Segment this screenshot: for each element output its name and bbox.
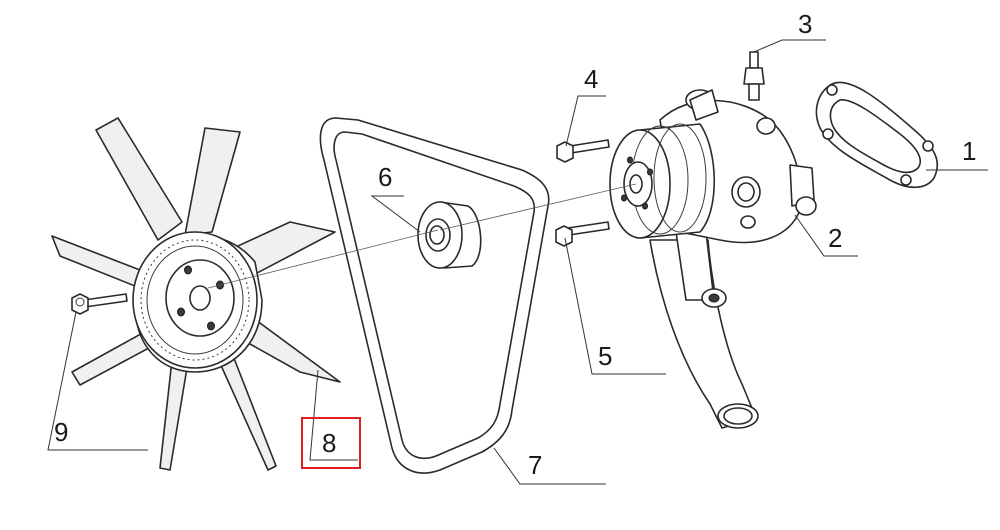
fan-blade <box>184 127 241 236</box>
callout-8[interactable]: 8 <box>322 428 336 458</box>
fan-bolt <box>71 293 128 315</box>
fan-blade <box>95 117 183 241</box>
callout-7[interactable]: 7 <box>528 450 542 480</box>
callout-6[interactable]: 6 <box>378 162 392 192</box>
callout-labels: 1 2 3 4 5 6 7 8 9 <box>54 9 976 480</box>
callout-leaders <box>47 39 988 485</box>
center-lines <box>207 183 637 289</box>
callout-9[interactable]: 9 <box>54 417 68 447</box>
callout-5[interactable]: 5 <box>598 341 612 371</box>
temperature-fitting <box>743 51 765 101</box>
callout-2[interactable]: 2 <box>828 223 842 253</box>
callout-1[interactable]: 1 <box>962 136 976 166</box>
callout-4[interactable]: 4 <box>584 64 598 94</box>
water-pump <box>609 89 817 429</box>
fan-assembly <box>51 117 341 471</box>
drive-belt <box>319 117 550 474</box>
pump-gasket <box>815 81 939 189</box>
callout-3[interactable]: 3 <box>798 9 812 39</box>
pump-bolt-upper <box>556 139 610 163</box>
pump-bolt-lower <box>555 221 610 247</box>
fan-blade <box>159 359 189 471</box>
highlight-box <box>301 417 361 469</box>
idler-pulley <box>417 201 482 269</box>
fan-center-bore <box>189 285 211 311</box>
